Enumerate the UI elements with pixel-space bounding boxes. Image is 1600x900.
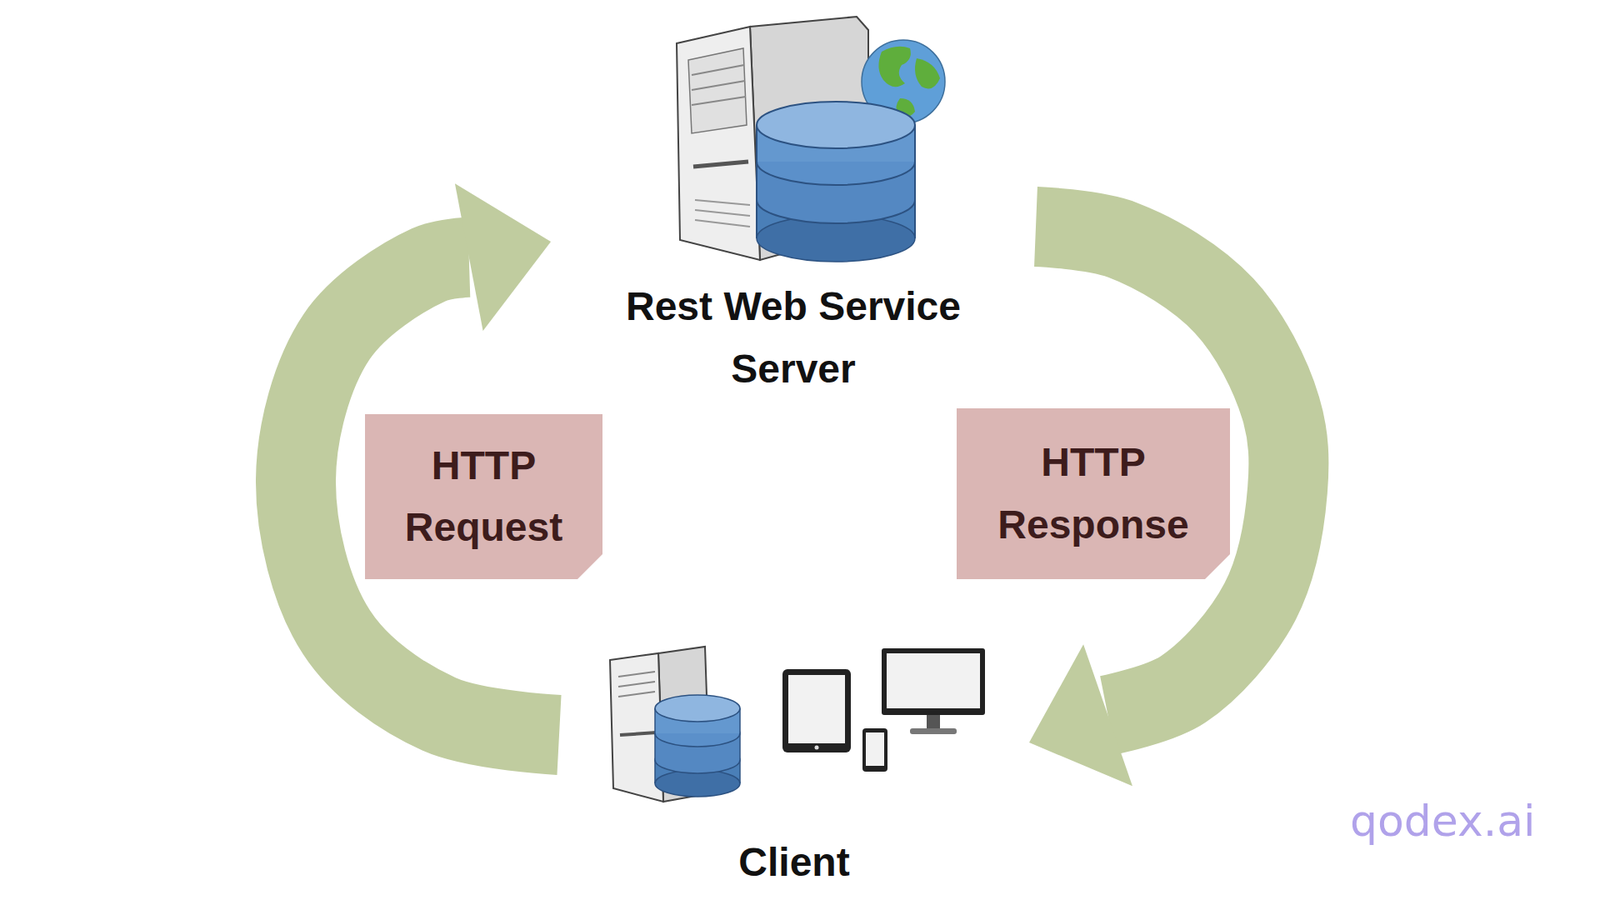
message-label: HTTP Request xyxy=(381,435,586,560)
node-title: Rest Web Service Server xyxy=(597,275,990,400)
server-icon xyxy=(676,16,945,262)
watermark: qodex.ai xyxy=(1350,795,1536,846)
server-node: Rest Web Service Server xyxy=(550,15,1036,400)
client-icons xyxy=(610,646,985,802)
request-box: HTTP Request xyxy=(365,414,603,580)
arrow-head xyxy=(1029,644,1133,786)
node-title: Client xyxy=(738,831,850,894)
message-label: HTTP Response xyxy=(973,431,1214,556)
response-box: HTTP Response xyxy=(956,408,1230,580)
arrow-head xyxy=(455,183,551,331)
client-node: Client xyxy=(559,637,1030,894)
